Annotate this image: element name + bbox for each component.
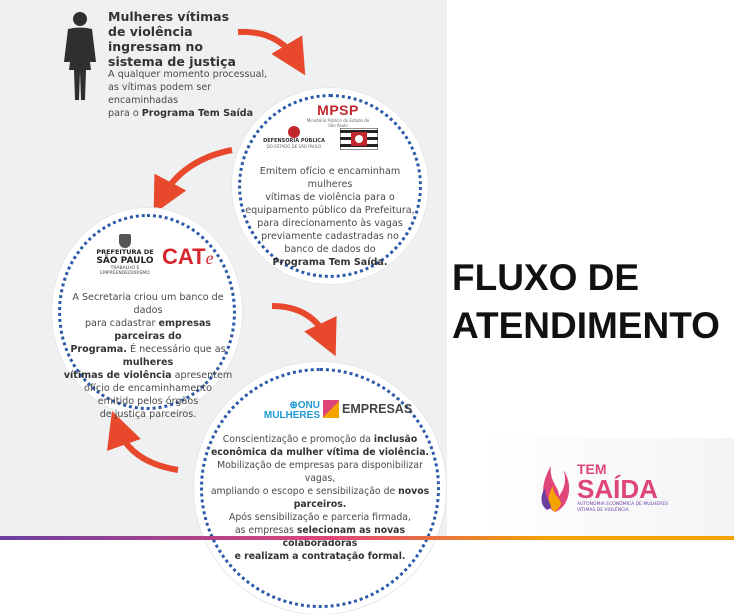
- un-emblem-icon: ⊕: [289, 400, 298, 411]
- intro-text: A qualquer momento processual, as vítima…: [108, 69, 268, 119]
- seal-icon: [288, 126, 300, 138]
- step-circle-mpsp: [232, 88, 428, 284]
- footer-bar: [0, 536, 734, 540]
- arrow-2: [153, 147, 233, 214]
- brand-logo: TEM SAÍDA AUTONOMIA ECONÔMICA DE MULHERE…: [577, 461, 669, 513]
- empresas-icon: [323, 400, 339, 418]
- page-title: FLUXO DE ATENDIMENTO: [452, 257, 720, 346]
- step-3-text: Conscientização e promoção da inclusão e…: [210, 434, 430, 562]
- empresas-logo: EMPRESAS: [323, 400, 412, 418]
- flame-icon: [541, 466, 570, 512]
- step-1-text: Emitem ofício e encaminham mulheres víti…: [245, 166, 415, 268]
- intro-heading: Mulheres vítimas de violência ingressam …: [108, 9, 236, 69]
- arrow-1: [237, 28, 306, 76]
- step-2-text: A Secretaria criou um banco de dados par…: [63, 292, 233, 420]
- mpsp-logo: MPSP Ministério Público do Estado de São…: [306, 102, 370, 128]
- flow-arrows: [107, 28, 337, 473]
- step-circle-prefeitura: [52, 208, 242, 416]
- defensoria-logo: DEFENSORIA PÚBLICA DO ESTADO DE SÃO PAUL…: [262, 126, 326, 149]
- woman-icon: [64, 12, 96, 100]
- cate-logo: CATe: [162, 244, 214, 269]
- coat-of-arms-icon: [119, 234, 131, 248]
- arrow-4: [107, 411, 179, 473]
- onu-mulheres-logo: ⊕ONU MULHERES: [263, 400, 320, 421]
- brand-area: [480, 438, 734, 540]
- arrow-3: [271, 303, 337, 357]
- sp-flag-icon: [340, 128, 378, 150]
- prefeitura-logo: PREFEITURA DE SÃO PAULO TRABALHO E EMPRE…: [86, 234, 164, 276]
